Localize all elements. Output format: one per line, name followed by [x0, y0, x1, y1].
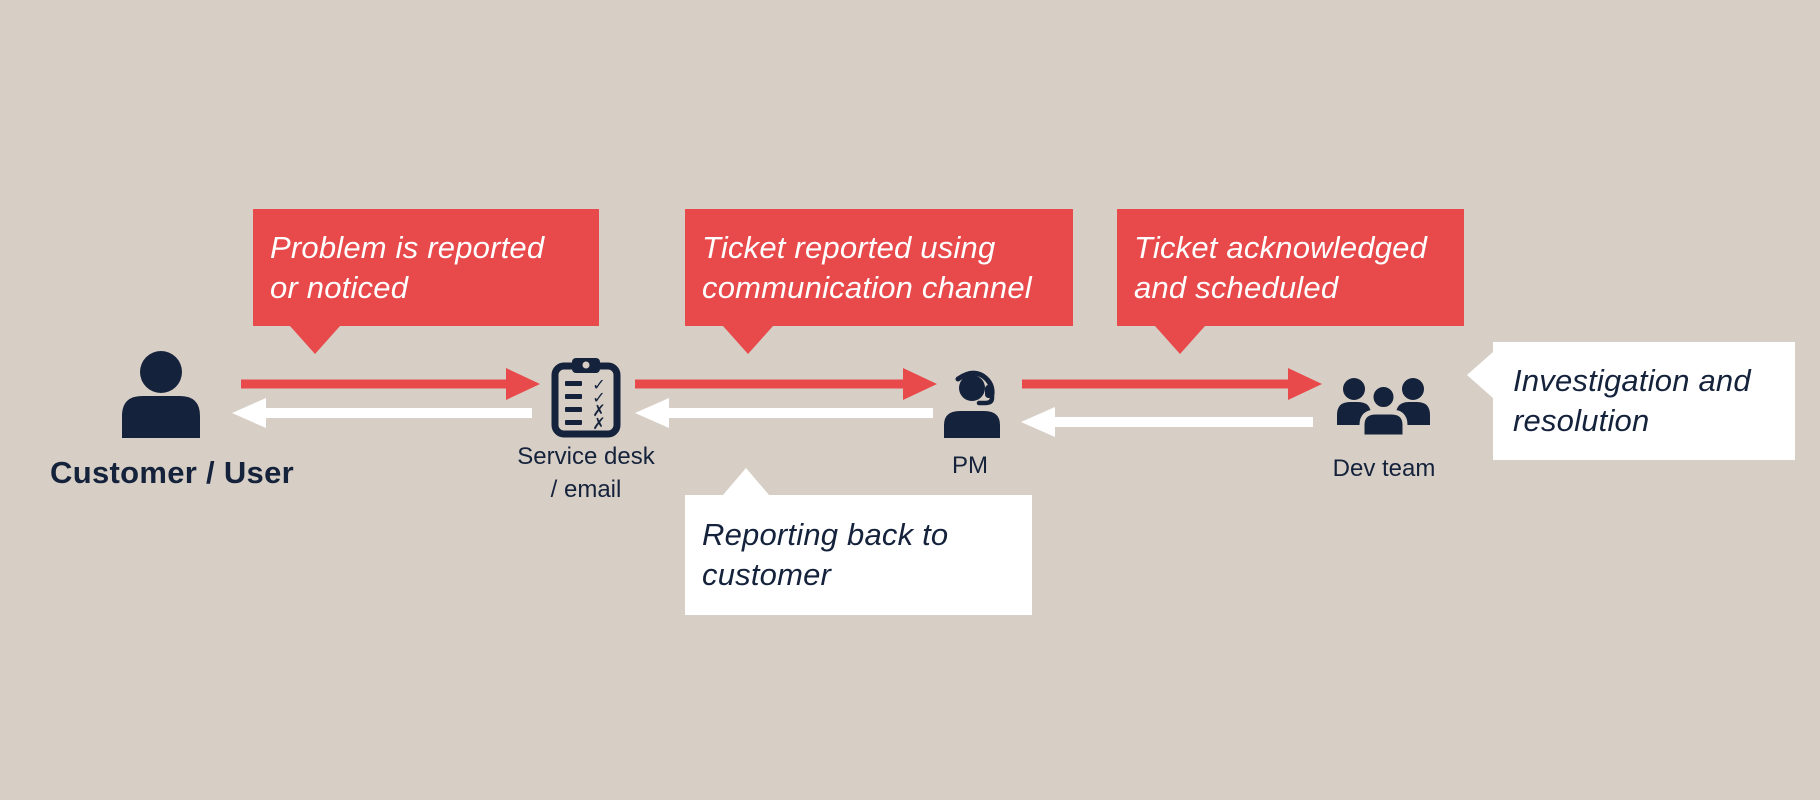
check-glyph: ✓	[592, 388, 605, 407]
check-glyph: ✓	[592, 375, 605, 394]
callout-text-line: Investigation and	[1513, 363, 1751, 398]
callout-investigation-resolution: Investigation and resolution	[1467, 342, 1795, 460]
callout-text-line: resolution	[1513, 403, 1650, 438]
label-line: Service desk	[517, 443, 655, 470]
callout-text-line: Ticket reported using	[702, 229, 996, 265]
clipboard-checklist-icon: ✓ ✓ ✗ ✗	[551, 358, 621, 438]
callout-reporting-back: Reporting back to customer	[685, 468, 1032, 615]
callout-tail-down	[723, 326, 773, 354]
person-icon	[122, 351, 200, 438]
callout-text-line: Reporting back to	[702, 517, 949, 552]
label-dev-team: Dev team	[1332, 455, 1436, 482]
callout-tail-left	[1467, 352, 1493, 398]
arrow-servicedesk-to-customer	[232, 398, 532, 428]
arrow-devteam-to-pm	[1021, 407, 1313, 437]
label-customer-user: Customer / User	[50, 455, 294, 490]
callout-ticket-acknowledged: Ticket acknowledged and scheduled	[1117, 209, 1464, 354]
headset-agent-icon	[944, 370, 1000, 438]
cross-glyph: ✗	[592, 401, 605, 420]
label-line: / email	[550, 476, 622, 503]
callout-problem-reported: Problem is reported or noticed	[253, 209, 599, 354]
people-group-icon	[1337, 378, 1430, 437]
arrow-pm-to-devteam	[1022, 368, 1322, 400]
arrow-customer-to-servicedesk	[241, 368, 540, 400]
callout-text-line: Ticket acknowledged	[1134, 229, 1428, 265]
callout-text-line: communication channel	[702, 269, 1032, 305]
arrow-pm-to-servicedesk	[635, 398, 933, 428]
label-service-desk: Service desk / email	[486, 440, 686, 506]
callout-text-line: or noticed	[270, 269, 409, 305]
callout-text-line: and scheduled	[1134, 269, 1339, 305]
callout-tail-down	[290, 326, 340, 354]
callout-tail-down	[1155, 326, 1205, 354]
callout-ticket-reported: Ticket reported using communication chan…	[685, 209, 1073, 354]
label-pm: PM	[952, 452, 988, 479]
callout-text-line: Problem is reported	[270, 229, 545, 265]
callout-tail-up	[723, 468, 769, 495]
cross-glyph: ✗	[592, 414, 605, 433]
arrow-servicedesk-to-pm	[635, 368, 937, 400]
callout-text-line: customer	[702, 557, 832, 592]
